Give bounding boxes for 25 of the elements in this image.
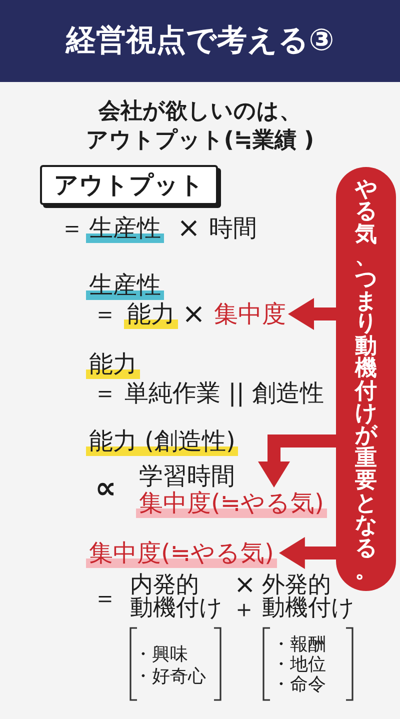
list-item: ・報酬	[272, 634, 326, 655]
title-bar: 経営視点で考える③	[0, 0, 400, 82]
callout-bubble: やる気、つまり動機付けが重要となる。	[336, 167, 396, 591]
times-sign: ×	[182, 297, 206, 331]
equals-sign: ＝	[93, 300, 117, 328]
highlighted-keyword: 集中度(≒やる気)	[136, 488, 327, 518]
term: 内発的動機付け	[130, 574, 224, 620]
equals-sign: ＝	[93, 584, 117, 612]
term: 時間	[209, 214, 257, 242]
arrow	[258, 434, 336, 488]
term: 学習時間	[139, 462, 235, 490]
list-item: ・地位	[272, 654, 326, 676]
formula: ＝ 単純作業 || 創造性	[93, 378, 324, 408]
arrow	[278, 537, 336, 569]
highlighted-keyword: 集中度(≒やる気)	[86, 538, 277, 568]
times-sign: ×	[177, 211, 200, 245]
label-box: アウトプット	[40, 165, 218, 205]
arrow	[288, 298, 336, 330]
list-item: ・好奇心	[134, 666, 206, 688]
keyword: 集中度	[214, 300, 286, 328]
list-item: ・興味	[134, 644, 188, 666]
list-item: ・命令	[272, 674, 326, 696]
proportional-sign: ∝	[95, 471, 116, 507]
equals-sign: ＝	[60, 214, 84, 242]
subtitle: 会社が欲しいのは、アウトプット(≒業績 )	[84, 98, 316, 154]
